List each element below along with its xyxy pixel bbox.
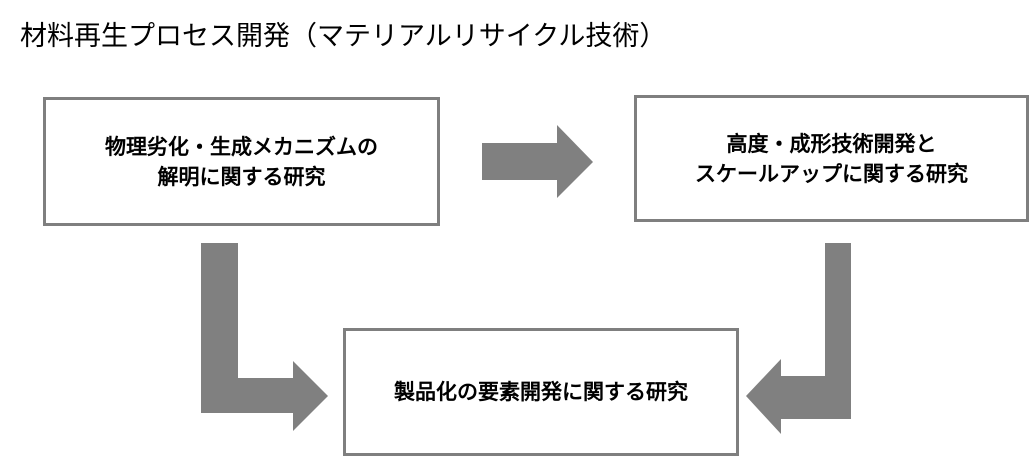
box-right-line1: 高度・成形技術開発と	[726, 131, 937, 156]
box-bottom-line1: 製品化の要素開発に関する研究	[394, 380, 688, 404]
box-left-line2: 解明に関する研究	[157, 164, 326, 189]
box-molding-scaleup-research: 高度・成形技術開発と スケールアップに関する研究	[634, 95, 1029, 222]
box-right-line2: スケールアップに関する研究	[695, 161, 968, 186]
box-left-line1: 物理劣化・生成メカニズムの	[105, 134, 378, 159]
box-productization-research: 製品化の要素開発に関する研究	[343, 328, 739, 456]
box-degradation-research: 物理劣化・生成メカニズムの 解明に関する研究	[43, 97, 440, 226]
right-arrow	[482, 125, 593, 198]
diagram-title: 材料再生プロセス開発（マテリアルリサイクル技術）	[20, 21, 667, 52]
bent-arrow-right-to-bottom	[746, 243, 851, 434]
bent-arrow-left-to-bottom	[201, 243, 328, 431]
